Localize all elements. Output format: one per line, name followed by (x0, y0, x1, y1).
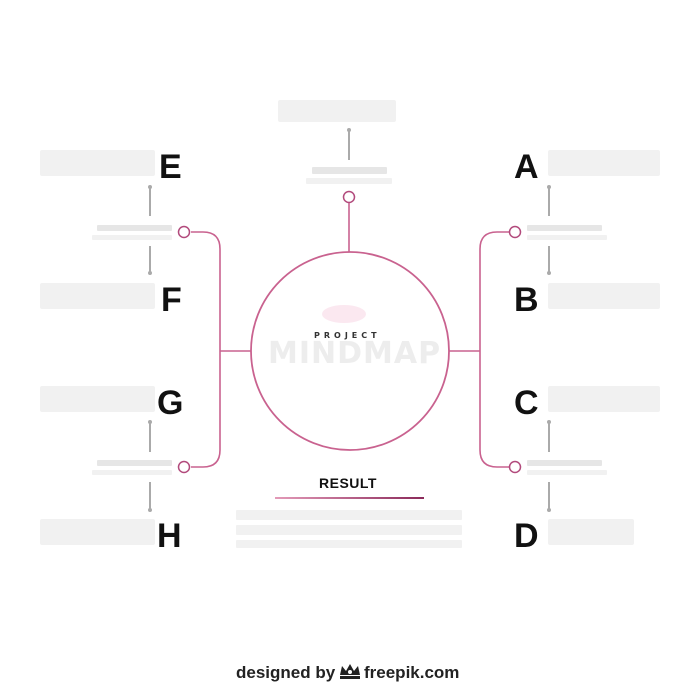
left-bracket (191, 231, 221, 468)
small-ph-right-top-2 (527, 235, 607, 240)
branch-label-g: G (157, 384, 184, 422)
placeholder-c (548, 386, 660, 412)
branch-label-c: C (514, 384, 539, 422)
placeholder-e (40, 150, 155, 176)
credit-prefix: designed by (236, 663, 336, 682)
node-left-top (177, 225, 191, 239)
small-ph-left-top-2 (92, 235, 172, 240)
branch-label-a: A (514, 148, 539, 186)
center-title: MINDMAP (268, 336, 442, 371)
branch-label-h: H (157, 517, 182, 555)
node-left-bottom (177, 460, 191, 474)
result-placeholder-2 (236, 525, 462, 535)
placeholder-h (40, 519, 155, 545)
branch-label-d: D (514, 517, 539, 555)
small-ph-left-bottom (97, 460, 172, 466)
top-text-placeholder (278, 100, 396, 122)
top-node (342, 190, 356, 204)
node-right-bottom (508, 460, 522, 474)
top-small-placeholder-2 (306, 178, 392, 184)
placeholder-a (548, 150, 660, 176)
result-placeholder-1 (236, 510, 462, 520)
result-underline (275, 497, 424, 499)
branch-label-f: F (161, 281, 182, 319)
grey-connectors (148, 185, 551, 512)
placeholder-f (40, 283, 155, 309)
result-placeholder-3 (236, 540, 462, 548)
branch-label-b: B (514, 281, 539, 319)
center-decor (322, 305, 366, 323)
placeholder-g (40, 386, 155, 412)
node-right-top (508, 225, 522, 239)
top-small-placeholder (312, 167, 387, 174)
branch-label-e: E (159, 148, 182, 186)
result-label: RESULT (319, 475, 377, 491)
center-sub-label: PROJECT (314, 331, 381, 340)
placeholder-d (548, 519, 634, 545)
small-ph-right-bottom (527, 460, 602, 466)
credit-brand: freepik.com (364, 663, 460, 682)
small-ph-left-bottom-2 (92, 470, 172, 475)
small-ph-right-bottom-2 (527, 470, 607, 475)
freepik-crown-icon (340, 664, 360, 679)
right-bracket (479, 231, 509, 468)
small-ph-left-top (97, 225, 172, 231)
placeholder-b (548, 283, 660, 309)
top-connector-dot (347, 128, 351, 132)
small-ph-right-top (527, 225, 602, 231)
